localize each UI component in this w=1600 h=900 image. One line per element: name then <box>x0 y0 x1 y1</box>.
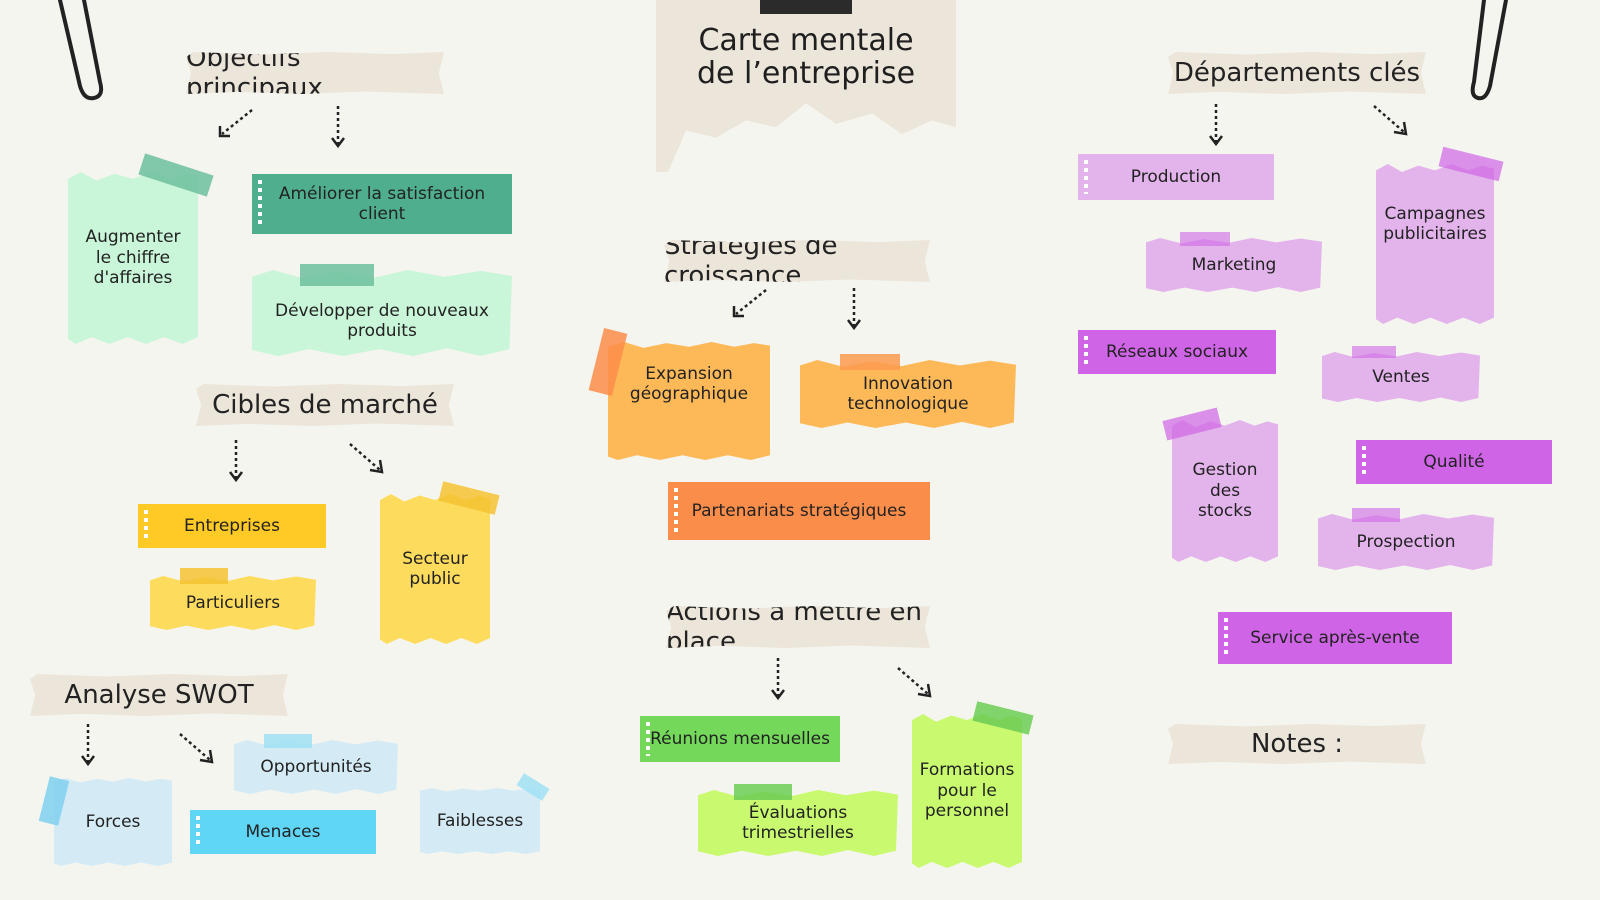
dotted-arrow-icon <box>897 667 932 698</box>
note-evaluations-trimestrielles: Évaluations trimestrielles <box>698 790 898 856</box>
tape <box>264 734 312 748</box>
dotted-arrow-icon <box>179 733 214 764</box>
dotted-arrow-icon <box>1209 104 1223 147</box>
dotted-arrow-icon <box>771 658 785 701</box>
dotted-arrow-icon <box>331 106 345 149</box>
tape <box>840 354 900 370</box>
paperclip-icon-left <box>58 0 104 101</box>
heading-departements: Départements clés <box>1168 52 1426 94</box>
heading-cibles: Cibles de marché <box>196 384 454 426</box>
dotted-arrow-icon <box>218 109 253 138</box>
heading-actions: Actions à mettre en place <box>666 606 930 648</box>
note-reunions-mensuelles: Réunions mensuelles <box>640 716 840 762</box>
note-forces: Forces <box>54 778 172 866</box>
dotted-arrow-icon <box>349 443 384 474</box>
note-ameliorer-satisfaction: Améliorer la satisfaction client <box>252 174 512 234</box>
note-reseaux-sociaux: Réseaux sociaux <box>1078 330 1276 374</box>
dotted-arrow-icon <box>847 288 861 331</box>
tape <box>734 784 792 800</box>
note-qualite: Qualité <box>1356 440 1552 484</box>
note-service-apres-vente: Service après-vente <box>1218 612 1452 664</box>
note-formations-personnel: Formations pour le personnel <box>912 714 1022 868</box>
heading-notes: Notes : <box>1168 724 1426 764</box>
heading-objectifs: Objectifs principaux <box>186 52 444 94</box>
note-developper-produits: Développer de nouveaux produits <box>252 270 512 356</box>
heading-swot: Analyse SWOT <box>30 674 288 716</box>
note-gestion-stocks: Gestion des stocks <box>1172 420 1278 562</box>
note-production: Production <box>1078 154 1274 200</box>
note-faiblesses: Faiblesses <box>420 788 540 854</box>
note-campagnes-publicitaires: Campagnes publicitaires <box>1376 164 1494 324</box>
dotted-arrow-icon <box>81 724 95 767</box>
dotted-arrow-icon <box>1373 105 1408 136</box>
tape <box>1180 232 1230 246</box>
tape <box>1352 508 1400 522</box>
tape <box>1352 346 1396 358</box>
note-particuliers: Particuliers <box>150 576 316 630</box>
heading-strategies: Stratégies de croissance <box>664 240 930 282</box>
note-ventes: Ventes <box>1322 352 1480 402</box>
tape <box>300 264 374 286</box>
note-entreprises: Entreprises <box>138 504 326 548</box>
page-title: Carte mentale de l’entreprise <box>656 24 956 90</box>
note-expansion-geographique: Expansion géographique <box>608 342 770 460</box>
note-partenariats-strategiques: Partenariats stratégiques <box>668 482 930 540</box>
note-augmenter-chiffre: Augmenter le chiffre d'affaires <box>68 172 198 344</box>
paperclip-icon-right <box>1470 0 1508 101</box>
note-menaces: Menaces <box>190 810 376 854</box>
dotted-arrow-icon <box>229 440 243 483</box>
title-line-1: Carte mentale <box>698 23 914 58</box>
title-line-2: de l’entreprise <box>696 56 916 91</box>
tape <box>180 568 228 584</box>
note-innovation-technologique: Innovation technologique <box>800 360 1016 428</box>
note-marketing: Marketing <box>1146 238 1322 292</box>
note-prospection: Prospection <box>1318 514 1494 570</box>
dotted-arrow-icon <box>732 289 767 318</box>
note-secteur-public: Secteur public <box>380 494 490 644</box>
note-opportunites: Opportunités <box>234 740 398 794</box>
title-tab <box>760 0 852 14</box>
